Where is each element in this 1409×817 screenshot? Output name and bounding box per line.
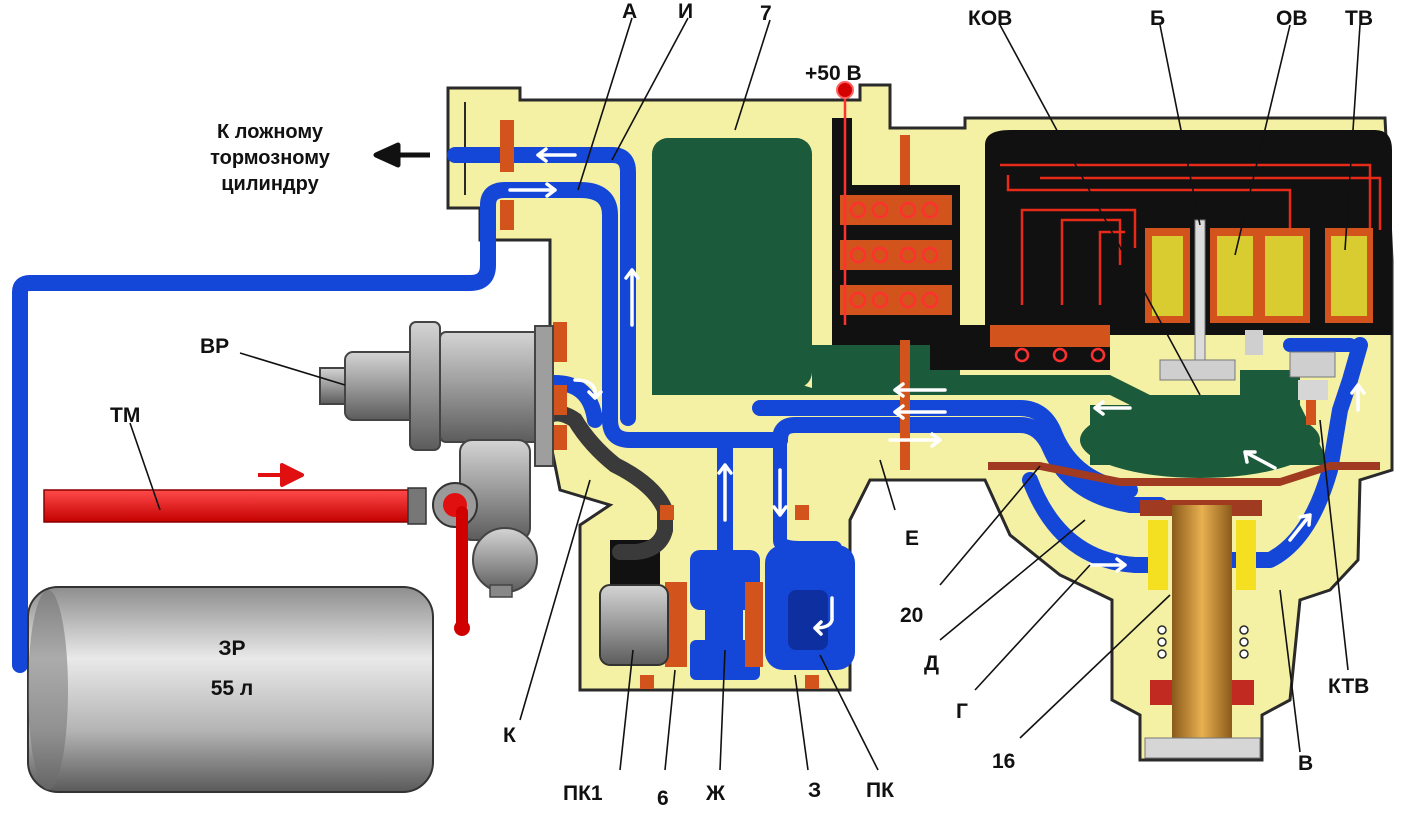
piston-16 — [1140, 500, 1262, 759]
leader-lines — [129, 17, 1361, 771]
terminal-block — [836, 81, 1110, 363]
label-ov: ОВ — [1276, 7, 1308, 30]
diaphragm-20 — [988, 462, 1380, 486]
label-20: 20 — [900, 604, 923, 627]
label-v: В — [1298, 752, 1313, 775]
label-tv: ТВ — [1345, 7, 1373, 30]
label-voltage: +50 В — [805, 62, 862, 85]
valve-stem — [1194, 219, 1206, 371]
chamber-7 — [652, 138, 1330, 478]
outlet-arrow — [373, 142, 430, 168]
caption-line-3: цилиндру — [221, 173, 319, 195]
label-e: Е — [905, 527, 919, 550]
label-6: 6 — [657, 787, 669, 810]
label-zh: Ж — [705, 782, 726, 805]
outlet-caption: К ложному тормозному цилиндру — [210, 121, 331, 195]
reservoir-volume: 55 л — [211, 677, 254, 700]
caption-line-2: тормозному — [210, 147, 331, 169]
reservoir-name: ЗР — [218, 637, 245, 660]
label-a: А — [622, 0, 637, 23]
label-kov: КОВ — [968, 7, 1012, 30]
air-distributor-vr — [319, 321, 554, 598]
label-ktv: КТВ — [1328, 675, 1369, 698]
reservoir-zr — [27, 586, 434, 793]
coil-circuit-kov — [1145, 228, 1190, 323]
label-pk1: ПК1 — [563, 782, 603, 805]
brake-pipe-tm — [43, 463, 478, 636]
label-16: 16 — [992, 750, 1015, 773]
label-g: Г — [956, 700, 968, 723]
label-i: И — [678, 0, 693, 23]
hose-k — [542, 405, 673, 560]
label-k: К — [503, 724, 516, 747]
labels: А И 7 КОВ Б ОВ ТВ +50 В ВР ТМ Е 20 Д Г 1… — [110, 0, 1373, 810]
label-3: З — [808, 779, 821, 802]
label-b: Б — [1150, 7, 1165, 30]
ktv-valve — [1159, 330, 1336, 425]
coil-ov — [1210, 228, 1310, 323]
label-vr: ВР — [200, 335, 229, 358]
label-tm: ТМ — [110, 404, 140, 427]
caption-line-1: К ложному — [217, 121, 324, 143]
label-7: 7 — [760, 2, 772, 25]
pk1-solenoid — [599, 584, 669, 666]
label-d: Д — [924, 652, 939, 675]
gaskets — [500, 120, 910, 689]
flow-arrows — [508, 147, 1366, 636]
label-pk: ПК — [866, 779, 894, 802]
coil-tv — [1325, 228, 1373, 323]
